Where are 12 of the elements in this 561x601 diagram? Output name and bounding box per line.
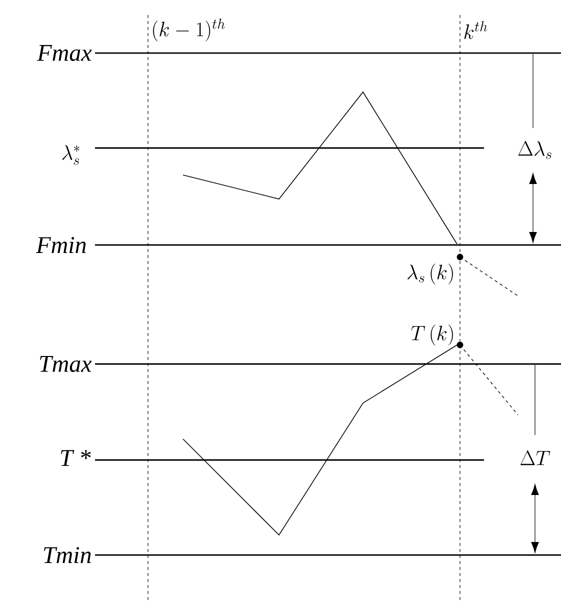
point-label: $T\left(k\right)$ [411, 324, 453, 346]
point-label: $\lambda_s\left(k\right)$ [408, 264, 453, 284]
column-label: $k^{th}$ [464, 21, 488, 39]
dimension-label: $\Delta T$ [520, 450, 550, 466]
level-label: Fmax [37, 45, 92, 61]
level-label: Tmax [40, 356, 92, 372]
level-label: T * [61, 450, 91, 466]
level-label: $\lambda_s^*$ [62, 145, 80, 165]
dimension-label: $\Delta\lambda_s$ [518, 140, 552, 159]
column-label: $(k-1)^{th}$ [153, 18, 225, 42]
level-label: Fmin [36, 237, 86, 253]
level-label: Tmin [44, 547, 91, 563]
